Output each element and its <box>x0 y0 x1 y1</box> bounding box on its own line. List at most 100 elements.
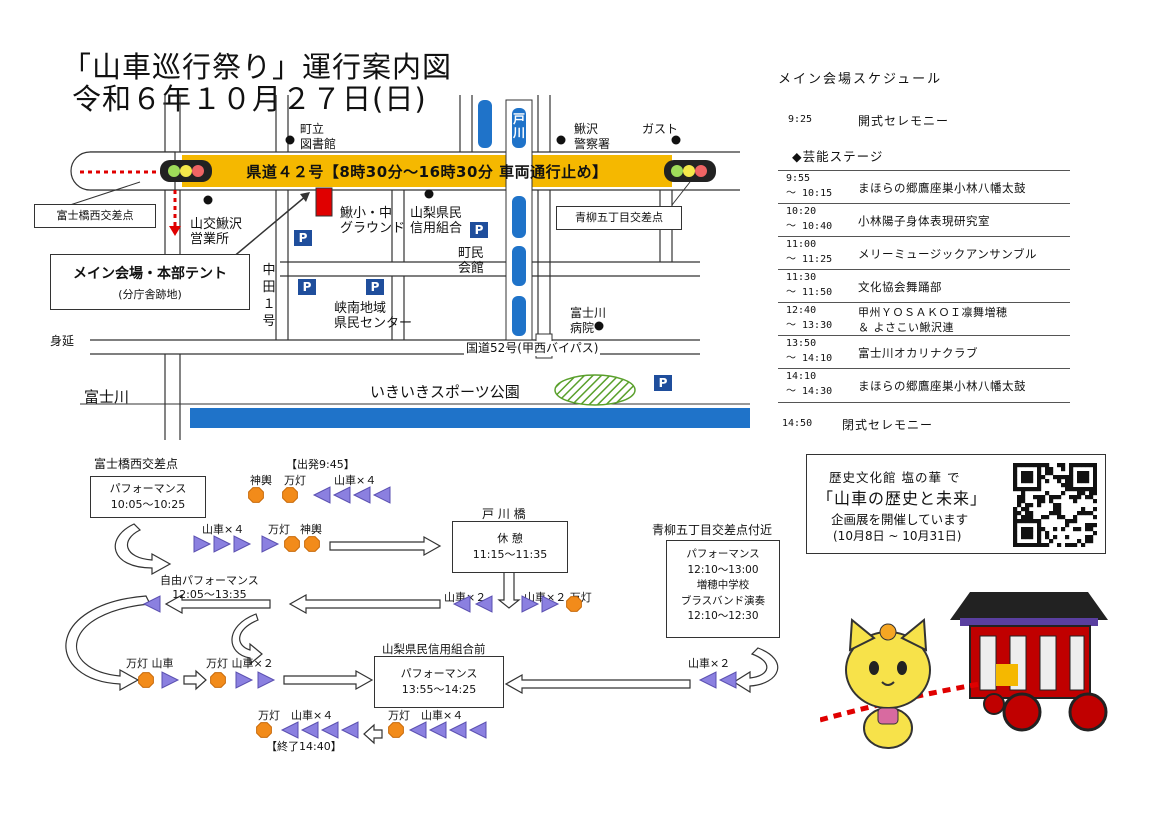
aoyagi-title: 青柳五丁目交差点付近 <box>652 523 773 537</box>
parking-icon: P <box>298 279 316 295</box>
label-minobu: 身延 <box>50 334 75 348</box>
row-end: ～ 11:50 <box>786 287 833 298</box>
sports-park-area <box>554 374 636 406</box>
opening-name: 開式セレモニー <box>858 114 950 128</box>
closing-time: 14:50 <box>782 418 813 429</box>
label-aoyagi: 青柳五丁目交差点 <box>556 206 682 230</box>
row2-mikoshi: 神輿 <box>300 523 322 536</box>
museum-notice: 歴史文化館 塩の華 で 「山車の歴史と未来」 企画展を開催しています (10月8… <box>806 454 1106 554</box>
route42-banner: 県道４２号【8時30分～16時30分 車両通行止め】 <box>246 162 608 181</box>
schedule-row: 12:40 ～ 13:30 甲州ＹＯＳＡＫＯＩ凛舞増穂 ＆ よさこい鰍沢連 <box>778 302 1070 336</box>
row-start: 13:50 <box>786 338 817 349</box>
row-start: 11:30 <box>786 272 817 283</box>
togawa-river-label: 戸川 <box>512 112 525 140</box>
parking-icon: P <box>470 222 488 238</box>
row-end: ～ 10:15 <box>786 188 833 199</box>
start-label: 【出発9:45】 <box>286 458 355 471</box>
traffic-signal-west <box>160 160 212 182</box>
togawa-title: 戸 川 橋 <box>482 507 526 521</box>
free-performance: 自由パフォーマンス 12:05～13:35 <box>160 574 259 601</box>
fuji-box: パフォーマンス 10:05～10:25 <box>90 476 206 518</box>
label-hospital: 富士川 病院 <box>570 306 607 335</box>
main-venue-marker <box>315 187 333 217</box>
parking-icon: P <box>654 375 672 391</box>
schedule-row: 11:30 ～ 11:50 文化協会舞踊部 <box>778 269 1070 303</box>
opening-time: 9:25 <box>788 114 813 125</box>
row2-mando: 万灯 <box>268 523 290 536</box>
row3-dashi-b: 山車×２ 万灯 <box>524 591 592 604</box>
row-start: 9:55 <box>786 173 811 184</box>
label-police: 鰍沢 警察署 <box>574 122 611 151</box>
row-start: 14:10 <box>786 371 817 382</box>
dashi-float-icon <box>950 592 1108 732</box>
closing-name: 閉式セレモニー <box>842 418 934 432</box>
qr-code-icon[interactable] <box>1013 463 1098 548</box>
label-nakada-route: 中 田 １ 号 <box>262 263 276 329</box>
row4-a: 万灯 山車 <box>126 657 174 670</box>
schedule-row: 10:20 ～ 10:40 小林陽子身体表現研究室 <box>778 203 1070 237</box>
route42-closed-road <box>182 155 672 187</box>
main-venue-sub: (分庁舎跡地) <box>118 288 182 301</box>
museum-line2: 「山車の歴史と未来」 <box>817 489 988 508</box>
museum-line4: (10月8日 ~ 10月31日) <box>833 529 962 543</box>
row-name: まほらの郷鷹座巣小林八幡太鼓 <box>858 181 1026 195</box>
row-name: 小林陽子身体表現研究室 <box>858 214 990 228</box>
fujikawa-river <box>190 408 750 428</box>
row-end: ～ 10:40 <box>786 221 833 232</box>
row-start: 11:00 <box>786 239 817 250</box>
row-name: まほらの郷鷹座巣小林八幡太鼓 <box>858 379 1026 393</box>
main-venue-box: メイン会場・本部テント (分庁舎跡地) <box>50 254 250 310</box>
map-roads-svg <box>69 95 750 440</box>
row5-a: 万灯 山車×４ <box>258 709 334 722</box>
row-end: ～ 11:25 <box>786 254 833 265</box>
museum-line3: 企画展を開催しています <box>831 512 969 527</box>
row5-b: 万灯 山車×４ <box>388 709 464 722</box>
row-name: 文化協会舞踊部 <box>858 280 942 294</box>
label-kyonan-center: 峡南地域 県民センター <box>334 301 413 331</box>
label-fujibashi-nishi: 富士橋西交差点 <box>34 204 156 228</box>
row2-dashi: 山車×４ <box>202 523 245 536</box>
procession-flow-svg <box>65 523 779 745</box>
row1-mando: 万灯 <box>284 474 306 487</box>
schedule-row: 14:10 ～ 14:30 まほらの郷鷹座巣小林八幡太鼓 <box>778 368 1070 403</box>
fuji-title: 富士橋西交差点 <box>94 457 179 471</box>
row-start: 12:40 <box>786 305 817 316</box>
label-sports-park: いきいきスポーツ公園 <box>370 383 520 401</box>
museum-line1: 歴史文化館 塩の華 で <box>829 470 961 485</box>
schedule-title: メイン会場スケジュール <box>778 72 943 87</box>
credit-title: 山梨県民信用組合前 <box>382 642 486 656</box>
row-name: 甲州ＹＯＳＡＫＯＩ凛舞増穂 ＆ よさこい鰍沢連 <box>858 306 1008 334</box>
row4-b: 万灯 山車×２ <box>206 657 274 670</box>
row3-dashi-a: 山車×２ <box>444 591 487 604</box>
label-town-hall: 町民 会館 <box>458 246 485 276</box>
aoyagi-box: パフォーマンス 12:10～13:00 増穂中学校 ブラスバンド演奏 12:10… <box>666 540 780 638</box>
row-name: 富士川オカリナクラブ <box>858 346 978 360</box>
parking-icon: P <box>294 230 312 246</box>
row-start: 10:20 <box>786 206 817 217</box>
end-label: 【終了14:40】 <box>266 740 342 753</box>
row-end: ～ 14:10 <box>786 353 833 364</box>
label-credit-union: 山梨県民 信用組合 <box>410 206 463 236</box>
label-school: 鰍小・中 グラウンド <box>340 206 406 236</box>
row-end: ～ 14:30 <box>786 386 833 397</box>
label-route52: 国道52号(甲西バイパス) <box>464 341 601 356</box>
row4-dashi-right: 山車×２ <box>688 657 731 670</box>
schedule-row: 13:50 ～ 14:10 富士川オカリナクラブ <box>778 335 1070 369</box>
togawa-box: 休 憩 11:15～11:35 <box>452 521 568 573</box>
label-fujikawa: 富士川 <box>84 388 130 406</box>
page-title-line1: 「山車巡行祭り」運行案内図 <box>62 50 453 84</box>
label-library: 町立 図書館 <box>300 122 337 151</box>
stage-title: ◆芸能ステージ <box>792 149 884 164</box>
schedule-row: 9:55 ～ 10:15 まほらの郷鷹座巣小林八幡太鼓 <box>778 170 1070 204</box>
row1-dashi: 山車×４ <box>334 474 377 487</box>
credit-box: パフォーマンス 13:55～14:25 <box>374 656 504 708</box>
main-venue-title: メイン会場・本部テント <box>73 266 227 282</box>
parking-icon: P <box>366 279 384 295</box>
row-end: ～ 13:30 <box>786 320 833 331</box>
page-title-line2: 令和６年１０月２７日(日) <box>72 82 427 116</box>
label-sanko: 山交鰍沢 営業所 <box>190 217 243 247</box>
mascot-character-icon <box>845 617 931 749</box>
mascot-float-illustration <box>820 592 1108 749</box>
label-gusto: ガスト <box>642 122 679 136</box>
